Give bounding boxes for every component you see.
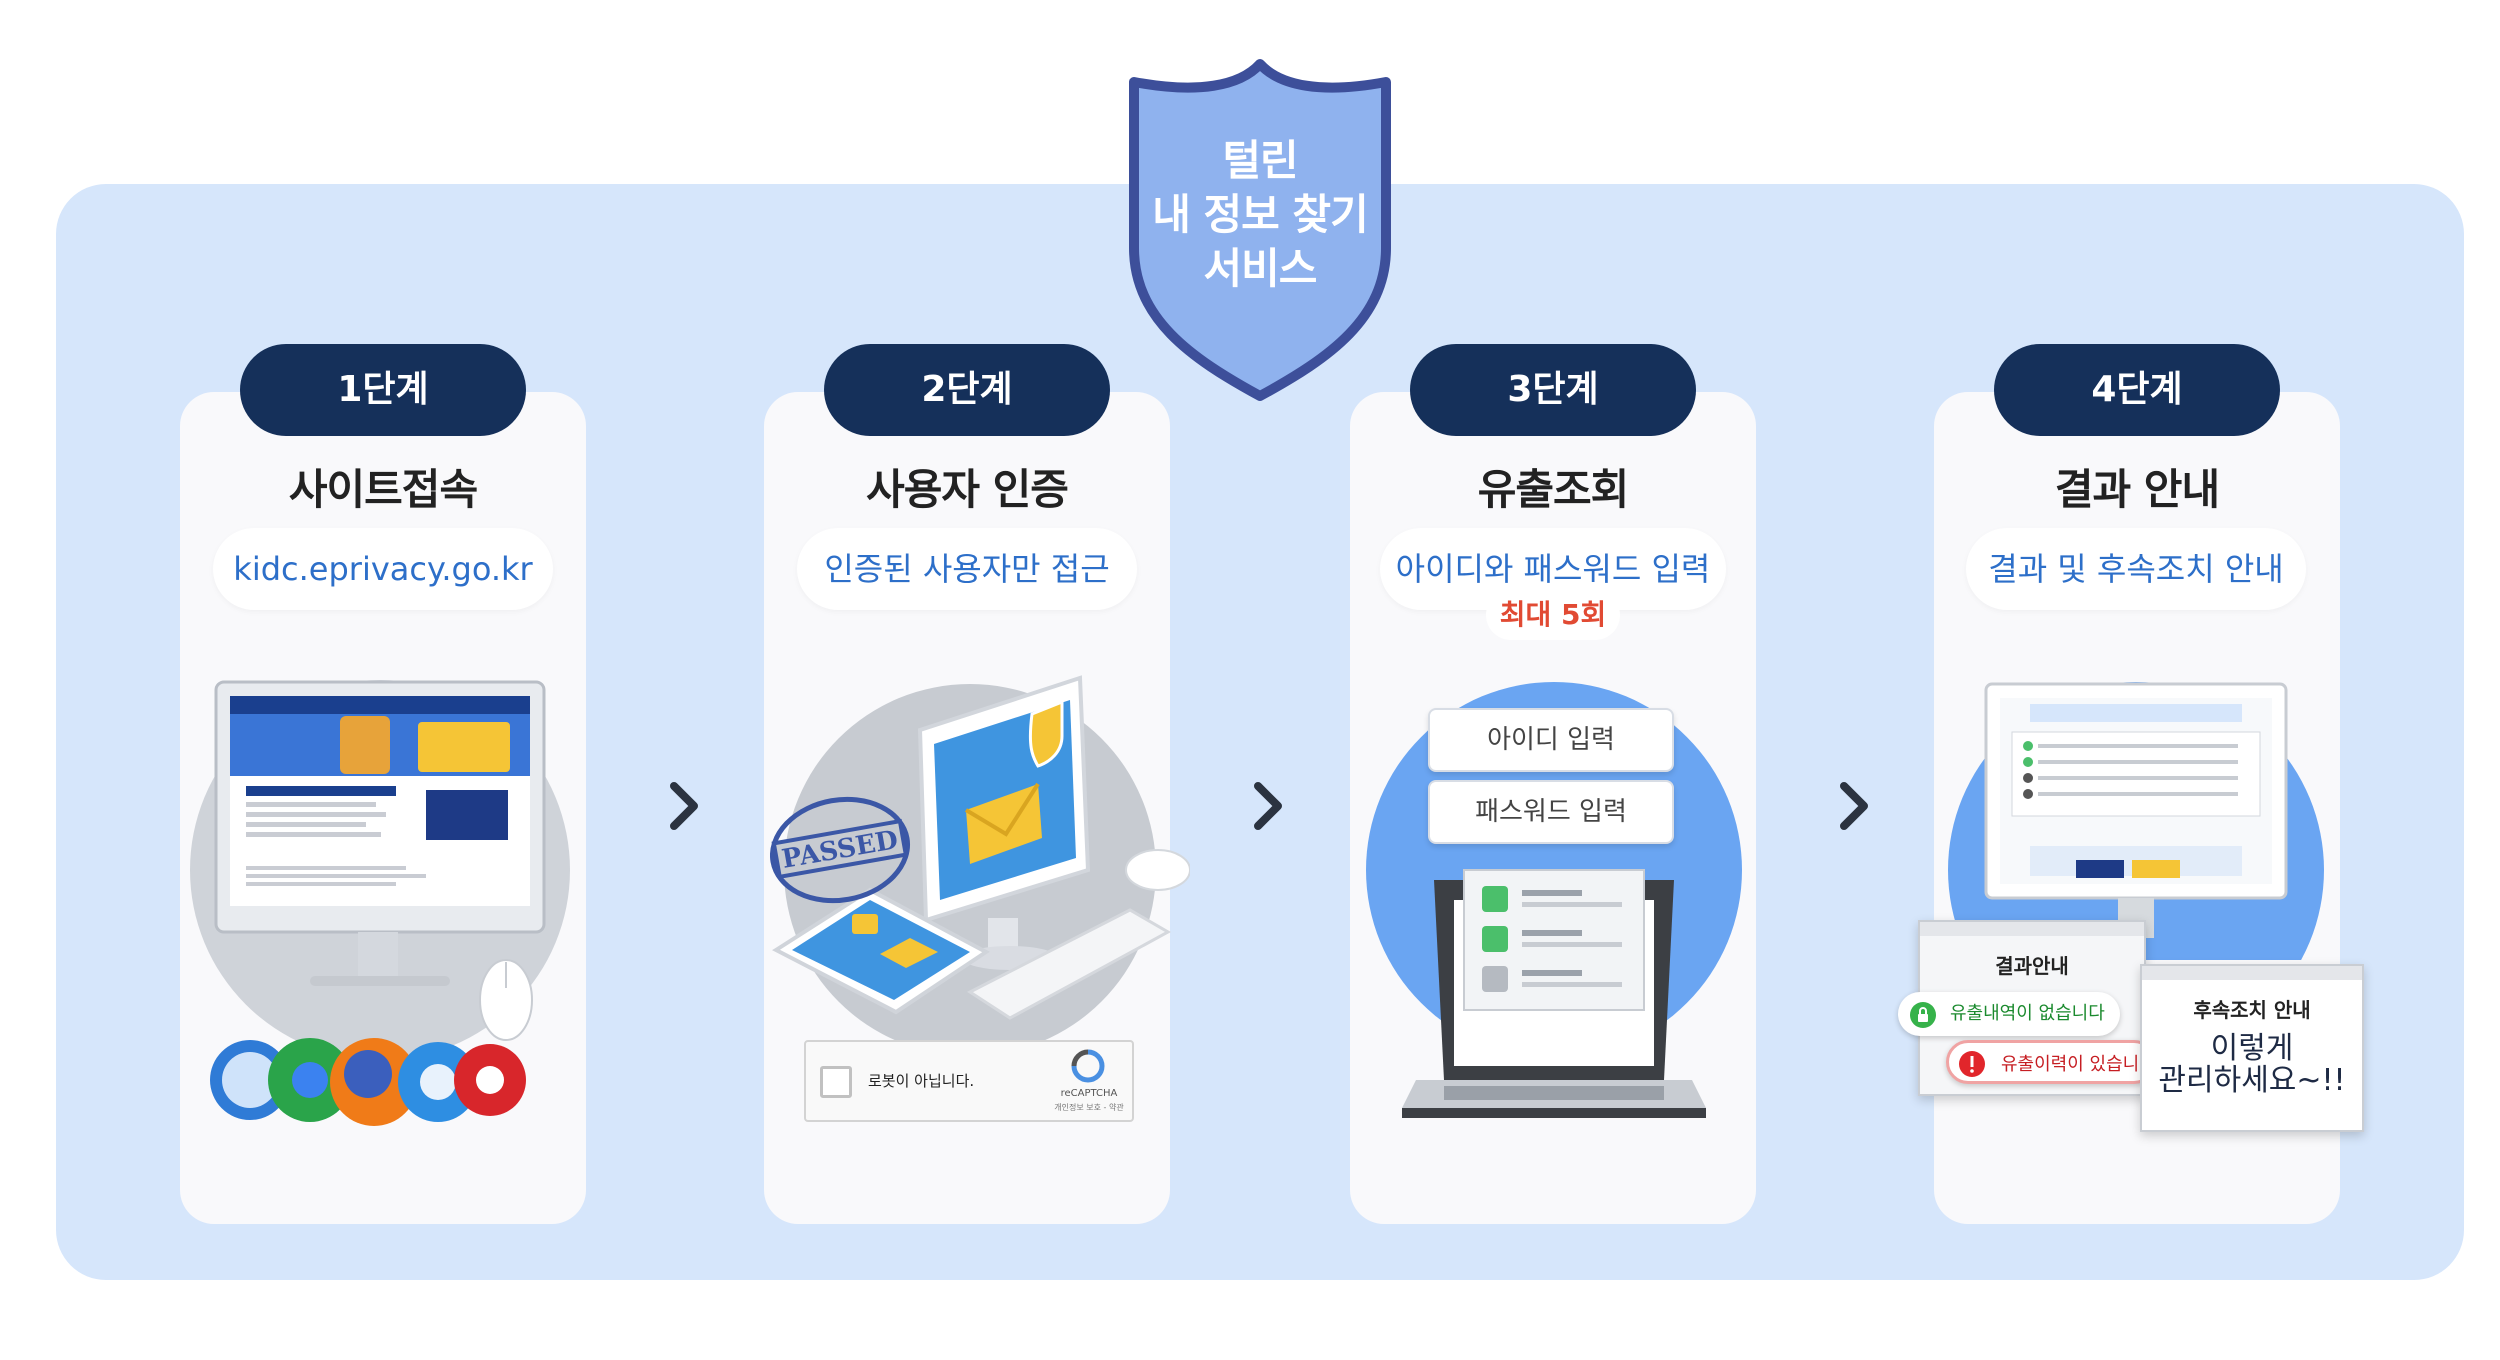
recaptcha-brand: reCAPTCHA — [1060, 1088, 1118, 1099]
follow-up-message: 이렇게 관리하세요~!! — [2142, 1033, 2362, 1097]
follow-up-line-1: 이렇게 — [2210, 1031, 2294, 1066]
shield-line-3: 서비스 — [1203, 244, 1318, 293]
chevron-right-icon — [1840, 782, 1868, 830]
id-input-field[interactable]: 아이디 입력 — [1428, 708, 1674, 772]
result-ok-text: 유출내역이 없습니다 — [1950, 1003, 2105, 1024]
step-title-3: 유출조회 — [1477, 465, 1630, 514]
step-sub-pill-3: 최대 5회 — [1486, 590, 1620, 640]
warning-icon — [1959, 1051, 1985, 1077]
follow-up-popup: 후속조치 안내 이렇게 관리하세요~!! — [2140, 964, 2364, 1132]
popup-titlebar — [2142, 966, 2362, 980]
step-badge-1: 1단계 — [240, 344, 526, 436]
recaptcha-icon — [1071, 1049, 1105, 1083]
password-input-field[interactable]: 패스워드 입력 — [1428, 780, 1674, 844]
shield-title: 털린 내 정보 찾기 서비스 — [1120, 134, 1400, 296]
popup-titlebar — [1920, 922, 2144, 936]
recaptcha-label: 로봇이 아닙니다. — [868, 1072, 975, 1090]
step-badge-4: 4단계 — [1994, 344, 2280, 436]
shield-line-1: 털린 — [1222, 136, 1298, 185]
shield-line-2: 내 정보 찾기 — [1152, 190, 1368, 239]
follow-up-title: 후속조치 안내 — [2193, 998, 2311, 1022]
website-monitor-illustration — [190, 680, 570, 1126]
step-title-4: 결과 안내 — [2054, 465, 2220, 514]
result-bad-text: 유출이력이 있습니다 — [2001, 1054, 2156, 1075]
step-title-2: 사용자 인증 — [866, 465, 1069, 514]
step-pill-1: kidc.eprivacy.go.kr — [213, 528, 553, 610]
result-ok-tag: 유출내역이 없습니다 — [1898, 992, 2120, 1036]
result-popup-title: 결과안내 — [1995, 954, 2069, 978]
chevron-right-icon — [1254, 782, 1282, 830]
follow-up-line-2: 관리하세요~!! — [2158, 1063, 2346, 1098]
step-pill-2: 인증된 사용자만 접근 — [797, 528, 1137, 610]
chevron-right-icon — [670, 782, 698, 830]
step-badge-2: 2단계 — [824, 344, 1110, 436]
shield-icon — [1129, 59, 1391, 401]
authentication-illustration: PASSED — [770, 675, 1190, 1056]
laptop-login-illustration — [1366, 682, 1742, 1118]
step-badge-3: 3단계 — [1410, 344, 1696, 436]
recaptcha-links[interactable]: 개인정보 보호 - 약관 — [1054, 1103, 1124, 1112]
lock-icon — [1910, 1002, 1936, 1028]
result-monitor-illustration — [1948, 682, 2324, 960]
recaptcha-box[interactable]: 로봇이 아닙니다. reCAPTCHA 개인정보 보호 - 약관 — [804, 1040, 1134, 1122]
result-bad-tag: 유출이력이 있습니다 — [1946, 1040, 2156, 1084]
step-pill-4: 결과 및 후속조치 안내 — [1966, 528, 2306, 610]
step-title-1: 사이트접속 — [288, 465, 478, 514]
recaptcha-checkbox[interactable] — [820, 1066, 852, 1098]
